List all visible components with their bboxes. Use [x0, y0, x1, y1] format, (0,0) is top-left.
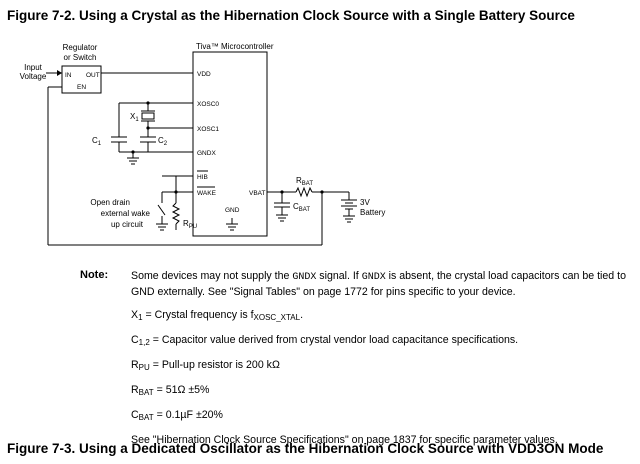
pin-gndx-label: GNDX	[197, 150, 216, 157]
pin-en-label: EN	[77, 84, 86, 91]
mcu-label: Tiva™ Microcontroller	[196, 42, 274, 51]
regulator-label-2: or Switch	[64, 53, 97, 62]
rbat-label: RBAT	[296, 176, 313, 187]
note-label: Note:	[80, 269, 109, 281]
note-cbat-line: CBAT = 0.1µF ±20%	[131, 409, 223, 422]
pin-xosc1-label: XOSC1	[197, 126, 219, 133]
hibernation-crystal-schematic: Regulator or Switch Input Voltage IN OUT…	[20, 42, 385, 246]
x1-label: X1	[130, 112, 139, 123]
note-gndx-paragraph: Some devices may not supply the GNDX sig…	[131, 270, 626, 298]
pin-out-label: OUT	[86, 72, 100, 79]
cbat-label: CBAT	[293, 202, 310, 213]
mcu-box	[192, 51, 268, 237]
wake-circuit-label: Open drain	[90, 198, 130, 207]
c2-label: C2	[158, 136, 168, 147]
c1-label: C1	[92, 136, 102, 147]
wake-circuit-label-2: external wake	[101, 209, 151, 218]
input-voltage-label: Input	[24, 63, 43, 72]
rpu-label: RPU	[183, 219, 197, 230]
note-body: Some devices may not supply the GNDX sig…	[131, 269, 626, 456]
pin-vbat-label: VBAT	[249, 190, 266, 197]
battery-label: Battery	[360, 208, 385, 217]
battery-voltage-label: 3V	[360, 198, 370, 207]
pin-in-label: IN	[65, 72, 72, 79]
pin-vdd-label: VDD	[197, 71, 211, 78]
pin-gnd-label: GND	[225, 207, 240, 214]
regulator-label: Regulator	[63, 43, 98, 52]
input-voltage-label-2: Voltage	[20, 72, 47, 81]
pin-wake-label: WAKE	[197, 190, 217, 197]
note-rpu-line: RPU = Pull-up resistor is 200 kΩ	[131, 359, 280, 372]
figure-7-2-title: Figure 7-2. Using a Crystal as the Hiber…	[7, 8, 575, 23]
pin-hib-label: HIB	[197, 174, 208, 181]
figure-7-3-title: Figure 7-3. Using a Dedicated Oscillator…	[7, 441, 604, 456]
note-x1-line: X1 = Crystal frequency is fXOSC_XTAL.	[131, 309, 304, 322]
note-rbat-line: RBAT = 51Ω ±5%	[131, 384, 210, 397]
wake-circuit-label-3: up circuit	[111, 220, 144, 229]
note-c12-line: C1,2 = Capacitor value derived from crys…	[131, 334, 519, 347]
regulator-box	[61, 65, 102, 94]
note-see-line: See "Hibernation Clock Source Specificat…	[131, 434, 558, 446]
pin-xosc0-label: XOSC0	[197, 101, 219, 108]
